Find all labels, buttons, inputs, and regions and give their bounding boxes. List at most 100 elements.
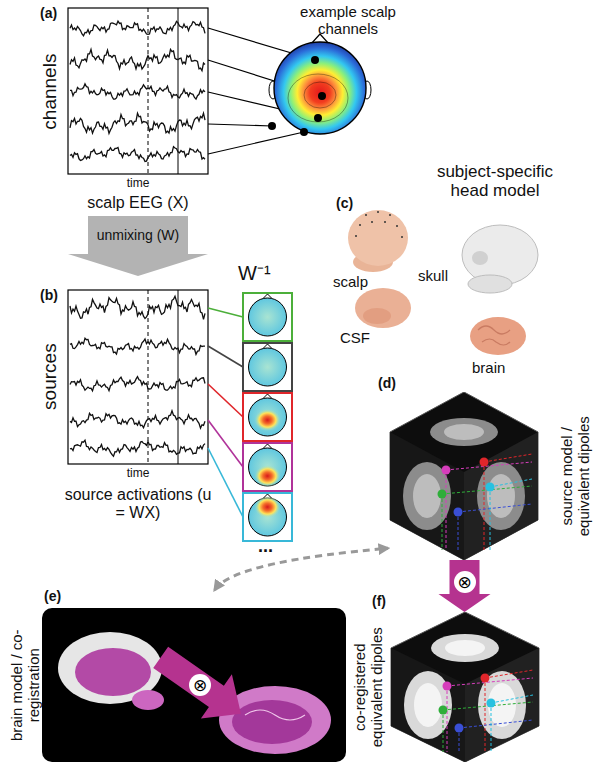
art-ellipse	[348, 210, 408, 266]
art-circle	[384, 221, 386, 223]
art-ellipse	[430, 418, 498, 446]
art-ellipse	[431, 634, 499, 662]
art-circle	[480, 458, 489, 467]
source-trace	[70, 440, 205, 456]
art-circle	[377, 211, 379, 213]
art-path	[245, 710, 305, 720]
panel-letter: (a)	[40, 6, 57, 22]
nose	[264, 344, 272, 348]
art-line	[484, 454, 532, 462]
electrode-dot	[268, 122, 276, 130]
topomap-blob	[255, 465, 281, 487]
node-text: co-registered equivalent dipoles	[351, 612, 386, 762]
art-ellipse	[404, 671, 452, 739]
art-circle	[442, 466, 451, 475]
electrode-dot	[318, 92, 326, 100]
art-rect	[42, 608, 346, 762]
axis-label: channels	[39, 32, 60, 152]
art-ellipse	[472, 251, 488, 265]
art-circle	[371, 221, 373, 223]
tissue-label: skull	[418, 268, 448, 285]
art-circle	[355, 235, 357, 237]
nose	[264, 394, 272, 398]
art-polygon	[391, 648, 465, 762]
eeg-trace	[70, 147, 205, 162]
leader-line	[208, 124, 272, 126]
art-ellipse	[363, 308, 391, 324]
topomap-frame	[243, 343, 292, 391]
panel-caption: example scalp channels	[288, 4, 408, 38]
art-circle	[274, 42, 366, 134]
art-circle	[455, 724, 464, 733]
panel-caption: subject-specific head model	[420, 162, 570, 200]
art-rect	[68, 8, 208, 174]
topomap	[249, 398, 287, 436]
topomap-blob	[255, 496, 281, 518]
panel-caption: scalp EEG (X)	[48, 194, 228, 212]
art-line	[446, 470, 447, 550]
eeg-trace	[70, 113, 205, 133]
source-trace	[70, 411, 205, 428]
art-line	[447, 678, 533, 686]
nose	[264, 444, 272, 448]
art-line	[443, 710, 444, 752]
source-trace	[70, 296, 205, 319]
nose	[264, 294, 272, 298]
node-text: brain model / co-registration	[8, 610, 43, 760]
art-line	[148, 8, 149, 174]
art-circle	[438, 490, 447, 499]
art-ellipse	[413, 474, 441, 518]
art-ellipse	[445, 640, 485, 656]
matrix-label: W⁻¹	[238, 262, 271, 284]
component-link	[208, 384, 243, 417]
topomap-frame	[243, 493, 292, 541]
art-line	[442, 494, 443, 550]
art-ellipse	[232, 700, 312, 744]
art-line	[485, 670, 533, 678]
node-text: unmixing (W)	[88, 227, 188, 243]
art-ellipse	[355, 288, 411, 328]
art-circle	[454, 508, 463, 517]
art-ellipse	[487, 474, 515, 518]
brain-model-panel: brain model / co-registration	[6, 590, 348, 762]
art-circle	[443, 682, 452, 691]
art-g	[268, 56, 326, 136]
art-circle	[389, 214, 391, 216]
axis-label: time	[113, 467, 163, 480]
art-g	[208, 308, 243, 517]
art-polygon	[145, 635, 256, 735]
eeg-trace	[70, 84, 205, 99]
art-circle	[401, 236, 403, 238]
coregistered-panel: co-registered equivalent dipoles	[350, 612, 542, 762]
art-g	[70, 296, 205, 456]
component-link	[208, 448, 243, 517]
tissue-label: brain	[472, 360, 505, 377]
component-link	[208, 308, 243, 317]
leader-line	[208, 132, 304, 154]
tissue-label: scalp	[333, 274, 368, 291]
art-ellipse	[444, 424, 484, 440]
panel-caption: source activations (u = WX)	[63, 486, 213, 522]
art-line	[458, 512, 459, 550]
dashed-connector	[215, 548, 388, 590]
art-line	[178, 290, 179, 464]
topomap	[249, 298, 287, 336]
electrode-dot	[311, 56, 319, 64]
topomap	[249, 448, 287, 486]
art-ellipse	[132, 690, 164, 710]
art-line	[490, 479, 532, 487]
art-ellipse	[304, 82, 336, 108]
art-polygon	[464, 432, 538, 560]
node-text: source model / equivalent dipoles	[558, 391, 593, 561]
art-g	[145, 635, 256, 735]
art-line	[459, 720, 533, 728]
art-line	[178, 8, 179, 174]
electrode-dot	[300, 128, 308, 136]
panel-letter: (f)	[372, 594, 386, 610]
topomap-frame	[243, 393, 292, 441]
panel-letter: (e)	[44, 589, 61, 605]
tissue-label: CSF	[340, 330, 370, 347]
nose	[264, 494, 272, 498]
process-arrow: unmixing (W)	[68, 216, 208, 276]
art-g	[70, 21, 205, 161]
